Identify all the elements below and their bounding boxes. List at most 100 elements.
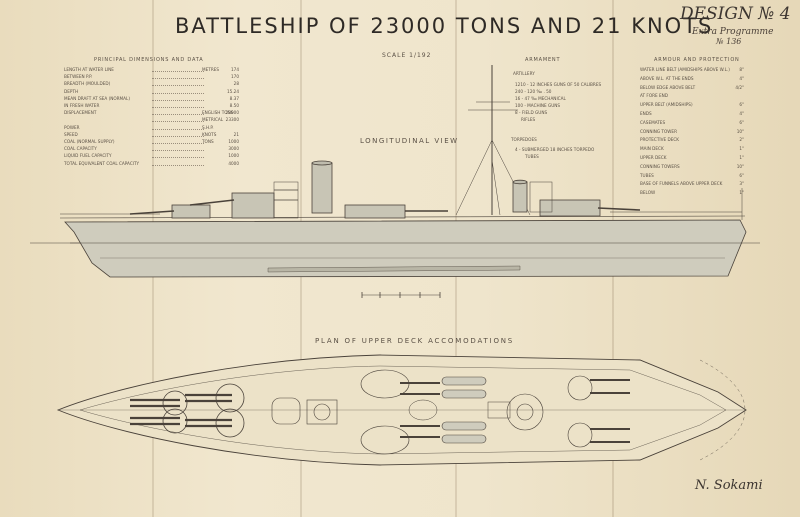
leader-dots <box>152 150 204 152</box>
funnel-casing <box>306 399 338 425</box>
row-value: 10" <box>736 163 744 169</box>
barbette <box>215 383 245 413</box>
armour-row: MAIN DECK 1" <box>640 146 745 153</box>
row-value: 4" <box>739 75 744 81</box>
armour-row: AT FORE END <box>640 93 745 100</box>
torpedo-line: 4 - SUBMERGED 18 INCHES TORPEDO <box>515 147 595 152</box>
row-label: UPPER DECK <box>640 155 667 160</box>
scale-label: SCALE 1/192 <box>382 52 432 59</box>
armour-row: BELOW 1" <box>640 190 745 197</box>
principal-heading: PRINCIPAL DIMENSIONS AND DATA <box>94 57 204 63</box>
row-label: POWER <box>64 124 80 130</box>
armour-row: WATER LINE BELT (AMIDSHIPS ABOVE W.L.) 8" <box>640 67 745 74</box>
row-value: 174 <box>231 67 239 72</box>
leader-dots <box>152 164 204 166</box>
armament-heading: ARMAMENT <box>525 57 561 63</box>
row-value: 1000 <box>228 153 239 159</box>
leader-dots <box>152 121 204 123</box>
armament-block: ARMAMENT ARTILLERY 1210 - 12 INCHES GUNS… <box>505 57 635 167</box>
turret-aft <box>539 199 601 217</box>
leader-dots <box>152 114 204 116</box>
boat <box>441 389 487 399</box>
row-label: WATER LINE BELT (AMIDSHIPS ABOVE W.L.) <box>640 67 730 72</box>
leader-dots <box>152 143 204 144</box>
gun-barrel <box>189 199 235 206</box>
row-label: TOTAL EQUIVALENT COAL CAPACITY <box>64 160 140 166</box>
artillery-label: ARTILLERY <box>513 71 535 76</box>
row-label: BETWEEN P.P. <box>64 74 93 80</box>
row-label: MEAN DRAFT AT SEA (NORMAL) <box>64 95 130 101</box>
row-label: MAIN DECK <box>640 146 664 152</box>
principal-row: POWER S.H.P. <box>64 125 239 132</box>
plan-view-label: PLAN OF UPPER DECK ACCOMODATIONS <box>315 337 515 345</box>
row-unit: TONS <box>202 139 214 144</box>
row-value: 4/2" <box>735 84 744 90</box>
row-value: 6" <box>739 172 744 178</box>
armament-line: 100 - MACHINE GUNS <box>515 103 561 108</box>
leader-dots <box>152 71 204 72</box>
principal-row: BREADTH (MOULDED)28 <box>64 81 239 88</box>
protection-heading: ARMOUR AND PROTECTION <box>654 57 740 63</box>
leader-dots <box>152 85 204 87</box>
row-value: 8" <box>739 67 744 72</box>
row-label: ABOVE W.L. AT THE ENDS <box>640 75 694 81</box>
row-value: 3" <box>739 181 744 187</box>
turret-midships <box>344 204 406 219</box>
leader-dots <box>152 135 204 137</box>
row-value: 8.37 <box>229 95 239 101</box>
row-value: 15.24 <box>227 88 239 94</box>
row-unit: KNOTS <box>202 131 217 137</box>
row-label: LIQUID FUEL CAPACITY <box>64 153 112 159</box>
armour-row: ENDS 4" <box>640 111 745 118</box>
row-value: 3000 <box>228 146 239 152</box>
row-value: 28 <box>233 81 239 87</box>
armament-line: 1210 - 12 INCHES GUNS OF 50 CALIBRES <box>515 82 602 87</box>
boat <box>441 376 487 386</box>
row-label: BELOW <box>640 190 656 196</box>
design-number: DESIGN № 4 <box>680 4 791 24</box>
boat <box>441 421 487 431</box>
turret-fwd <box>171 204 211 219</box>
row-label: CONNING TOWER <box>640 128 677 134</box>
row-label: IN FRESH WATER <box>64 103 100 108</box>
gun-barrel <box>597 207 641 211</box>
aft-funnel <box>512 181 528 213</box>
principal-dimensions-table: PRINCIPAL DIMENSIONS AND DATA LENGTH AT … <box>64 57 239 177</box>
row-value: 4" <box>739 111 744 116</box>
principal-row: BETWEEN P.P.170 <box>64 74 239 81</box>
principal-row: LIQUID FUEL CAPACITY 1000 <box>64 153 239 160</box>
turret-superfiring <box>231 192 275 219</box>
row-unit: S.H.P. <box>202 124 214 130</box>
row-value: 1" <box>739 190 744 196</box>
row-value: 1000 <box>228 139 239 144</box>
leader-dots <box>152 157 204 159</box>
armour-protection-table: ARMOUR AND PROTECTION WATER LINE BELT (A… <box>640 57 745 202</box>
barbette <box>215 408 245 438</box>
row-value: 1" <box>739 146 744 152</box>
row-value: 2" <box>739 137 744 143</box>
row-label: CONNING TOWERS <box>640 163 680 169</box>
armament-line: RIFLES <box>521 117 536 122</box>
row-label: DEPTH <box>64 88 79 94</box>
armour-row: CONNING TOWERS 10" <box>640 164 745 171</box>
gun-barrel <box>129 210 175 215</box>
row-label: ENDS <box>640 111 652 116</box>
row-value: 21 <box>233 131 239 137</box>
leader-dots <box>152 92 204 94</box>
torpedoes-label: TORPEDOES <box>511 137 537 142</box>
aft-bridge <box>529 181 553 213</box>
row-value: 10" <box>736 128 744 134</box>
